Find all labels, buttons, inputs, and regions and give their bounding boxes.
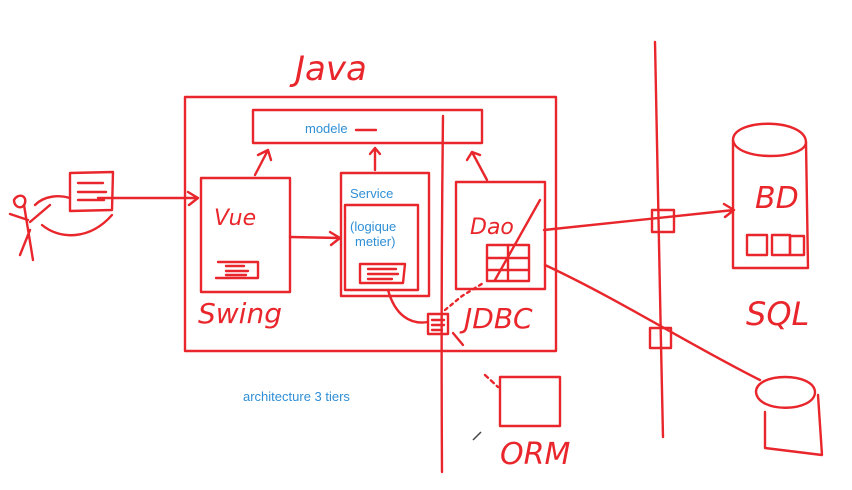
- bd-database-cylinder: [731, 122, 810, 270]
- firewall-port-bottom: [648, 326, 673, 350]
- second-database-cylinder: [754, 375, 824, 457]
- dao-to-bd-arrow: [542, 202, 736, 232]
- vue-to-service-arrow: [288, 230, 342, 247]
- dao-label: Dao: [470, 215, 514, 240]
- service-label: Service: [350, 186, 393, 201]
- vue-document-icon: [214, 260, 260, 280]
- pen-cursor-icon: [472, 431, 482, 441]
- service-to-modele-arrow: [368, 146, 382, 172]
- orm-box: [498, 375, 562, 428]
- modele-box: [251, 108, 484, 145]
- dao-strike-line: [493, 198, 542, 282]
- user-stick-figure: [8, 194, 72, 262]
- metier-label: metier): [355, 234, 395, 249]
- user-to-vue-arrow: [96, 190, 200, 207]
- vue-label: Vue: [214, 206, 256, 231]
- connector-document-icon: [426, 312, 465, 347]
- vue-box: [199, 176, 292, 294]
- modele-label: modele: [305, 121, 348, 136]
- user-screen-icon: [40, 170, 115, 237]
- dao-to-modele-arrow: [465, 150, 489, 182]
- dao-table-icon: [485, 243, 531, 283]
- network-boundary-line: [653, 40, 665, 439]
- logique-label: (logique: [350, 219, 396, 234]
- bd-label: BD: [755, 181, 799, 216]
- service-inner-box: [343, 203, 420, 292]
- jdbc-label: JDBC: [459, 302, 533, 335]
- java-label: Java: [289, 49, 367, 89]
- connector-to-dao-dotted: [443, 280, 487, 312]
- firewall-port-top: [650, 208, 676, 234]
- connector-to-orm-dotted: [483, 373, 500, 389]
- service-box: [339, 171, 431, 298]
- service-to-connector-line: [386, 288, 430, 324]
- java-container-box: [183, 95, 558, 353]
- tier-separator-line: [440, 114, 445, 474]
- sql-label: SQL: [746, 295, 809, 333]
- dao-box: [454, 180, 547, 291]
- vue-to-modele-arrow: [253, 148, 273, 177]
- architecture-caption: architecture 3 tiers: [243, 389, 350, 404]
- orm-label: ORM: [500, 437, 570, 472]
- service-document-icon: [358, 262, 407, 285]
- dao-to-second-db-line: [543, 263, 762, 382]
- swing-label: Swing: [198, 297, 282, 330]
